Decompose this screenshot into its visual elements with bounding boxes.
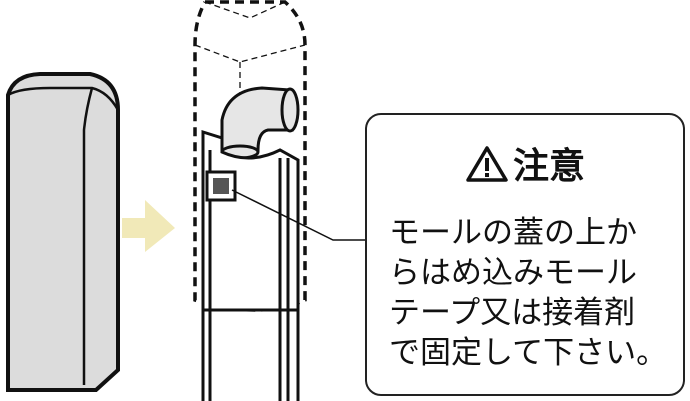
pipe-elbow (220, 86, 300, 160)
molding-cover (6, 72, 120, 392)
caution-box: 注意 モールの蓋の上か らはめ込みモール テープ又は接着剤 で固定して下さい。 (365, 113, 685, 396)
molding-base (201, 129, 300, 401)
caution-line: テープ又は接着剤 (389, 295, 636, 331)
caution-title-text: 注意 (512, 146, 585, 187)
caution-line: で固定して下さい。 (389, 335, 668, 371)
caution-title: 注意 (367, 137, 683, 192)
wall-outline-dashed (193, 0, 307, 312)
warning-triangle-icon (465, 145, 509, 192)
caution-line: モールの蓋の上か (389, 215, 637, 251)
caution-text: モールの蓋の上か らはめ込みモール テープ又は接着剤 で固定して下さい。 (389, 213, 667, 373)
leader-line (231, 189, 365, 241)
direction-arrow (122, 200, 175, 252)
caution-line: らはめ込みモール (389, 255, 637, 291)
